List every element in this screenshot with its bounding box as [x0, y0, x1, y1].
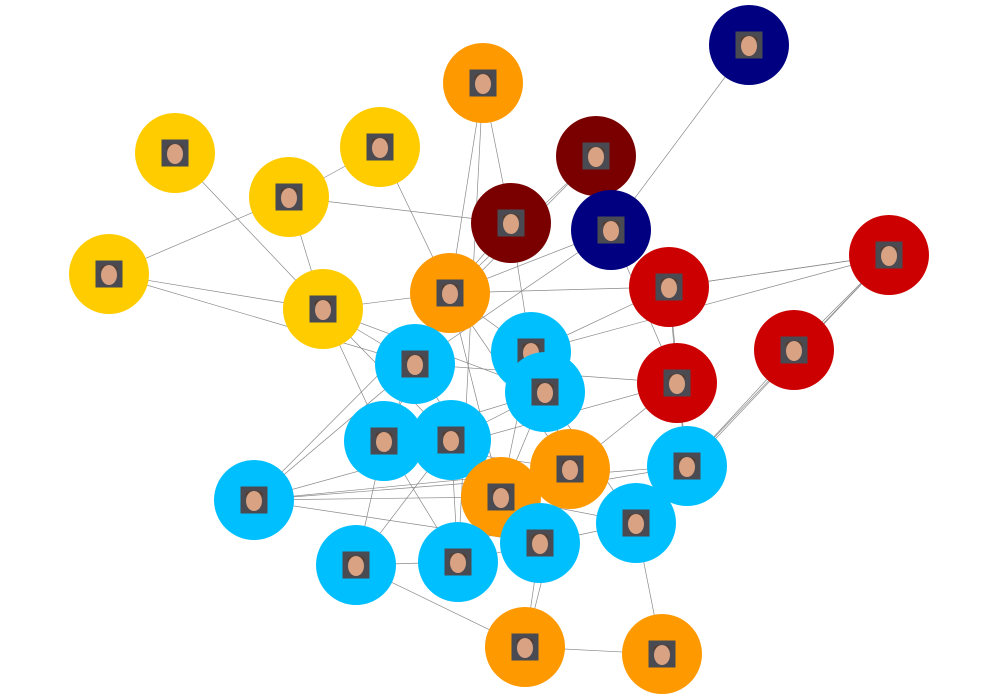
face-photo-icon: [875, 241, 903, 269]
face-photo-icon: [366, 133, 394, 161]
face-photo-icon: [161, 139, 189, 167]
face-photo-icon: [648, 640, 676, 668]
face-photo-icon: [401, 350, 429, 378]
graph-node[interactable]: [556, 116, 636, 196]
face-photo-icon: [511, 633, 539, 661]
face-photo-icon: [436, 279, 464, 307]
face-photo-icon: [95, 260, 123, 288]
graph-node[interactable]: [849, 215, 929, 295]
face-photo-icon: [556, 455, 584, 483]
face-photo-icon: [469, 69, 497, 97]
graph-node[interactable]: [629, 247, 709, 327]
graph-node[interactable]: [316, 525, 396, 605]
graph-node[interactable]: [571, 190, 651, 270]
graph-edge: [253, 496, 502, 501]
graph-node[interactable]: [485, 607, 565, 687]
graph-node[interactable]: [754, 310, 834, 390]
graph-node[interactable]: [69, 234, 149, 314]
face-photo-icon: [663, 369, 691, 397]
graph-node[interactable]: [283, 269, 363, 349]
face-photo-icon: [275, 183, 303, 211]
graph-node[interactable]: [340, 107, 420, 187]
face-photo-icon: [597, 216, 625, 244]
graph-node[interactable]: [647, 426, 727, 506]
graph-nodes: [69, 5, 929, 694]
graph-node[interactable]: [637, 343, 717, 423]
graph-node[interactable]: [249, 157, 329, 237]
face-photo-icon: [240, 486, 268, 514]
face-photo-icon: [342, 551, 370, 579]
face-photo-icon: [582, 142, 610, 170]
graph-edge: [530, 254, 890, 353]
face-photo-icon: [309, 295, 337, 323]
graph-node[interactable]: [596, 483, 676, 563]
graph-node[interactable]: [214, 460, 294, 540]
graph-node[interactable]: [418, 522, 498, 602]
graph-node[interactable]: [500, 503, 580, 583]
face-photo-icon: [655, 273, 683, 301]
face-photo-icon: [531, 378, 559, 406]
graph-node[interactable]: [344, 401, 424, 481]
graph-node[interactable]: [411, 400, 491, 480]
graph-node[interactable]: [505, 352, 585, 432]
graph-node[interactable]: [375, 324, 455, 404]
graph-node[interactable]: [410, 253, 490, 333]
face-photo-icon: [780, 336, 808, 364]
face-photo-icon: [437, 426, 465, 454]
face-photo-icon: [487, 483, 515, 511]
face-photo-icon: [526, 529, 554, 557]
graph-node[interactable]: [622, 614, 702, 694]
graph-node[interactable]: [471, 183, 551, 263]
face-photo-icon: [370, 427, 398, 455]
face-photo-icon: [497, 209, 525, 237]
graph-node[interactable]: [709, 5, 789, 85]
face-photo-icon: [735, 31, 763, 59]
graph-node[interactable]: [530, 429, 610, 509]
graph-edge: [108, 273, 416, 365]
graph-node[interactable]: [443, 43, 523, 123]
face-photo-icon: [622, 509, 650, 537]
graph-node[interactable]: [135, 113, 215, 193]
face-photo-icon: [444, 548, 472, 576]
face-photo-icon: [673, 452, 701, 480]
